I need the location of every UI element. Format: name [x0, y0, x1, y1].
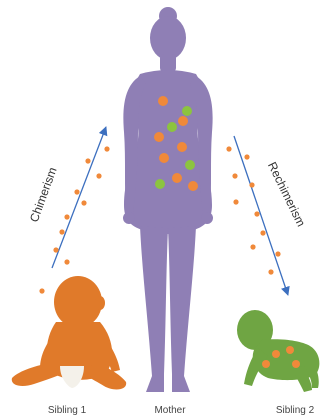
green-cell	[185, 160, 195, 170]
orange-cell	[177, 142, 187, 152]
green-cell	[155, 179, 165, 189]
orange-cell	[158, 96, 168, 106]
orange-cell	[286, 346, 294, 354]
orange-cell	[178, 116, 188, 126]
orange-cell	[272, 350, 280, 358]
orange-cell	[292, 360, 300, 368]
mother-figure	[123, 7, 213, 392]
rechimerism-arrow	[234, 136, 288, 295]
chimerism-label: Chimerism	[27, 165, 60, 224]
sibling-1-label: Sibling 1	[48, 405, 87, 416]
chimerism-arrow	[52, 127, 106, 268]
orange-cell	[188, 181, 198, 191]
mother-label: Mother	[154, 405, 186, 416]
orange-cell	[172, 173, 182, 183]
sibling-2-label: Sibling 2	[276, 405, 315, 416]
orange-cell	[154, 132, 164, 142]
green-cell	[167, 122, 177, 132]
rechimerism-label: Rechimerism	[265, 160, 308, 229]
green-cell	[182, 106, 192, 116]
orange-cell	[159, 153, 169, 163]
diaper	[60, 366, 84, 388]
orange-cell	[262, 360, 270, 368]
